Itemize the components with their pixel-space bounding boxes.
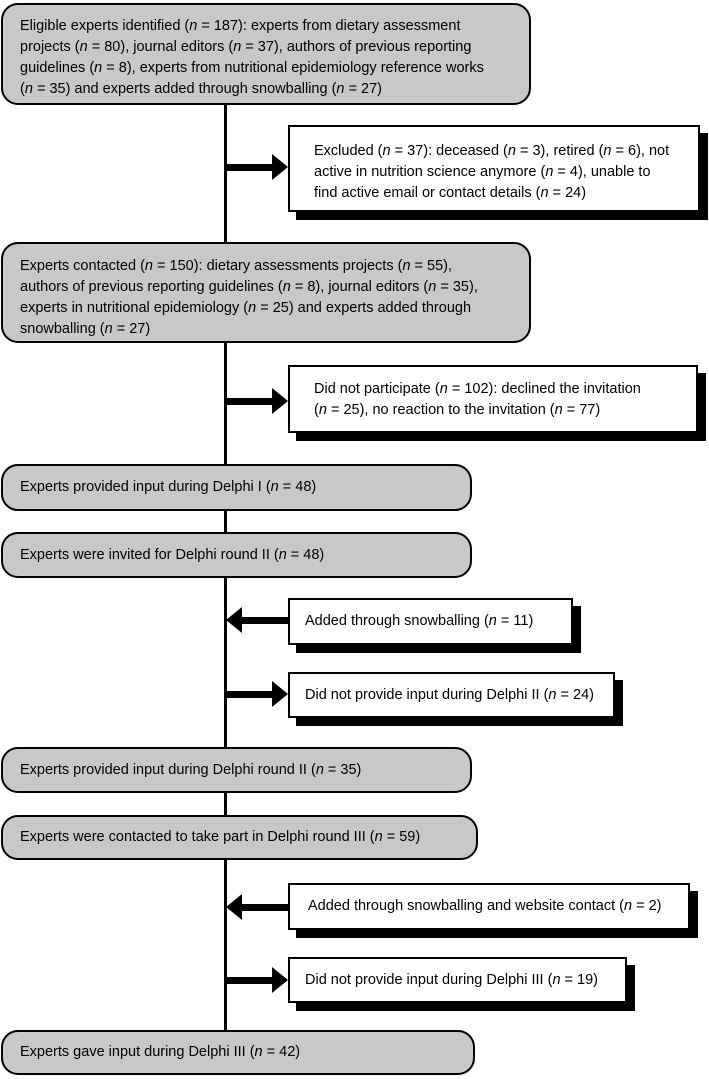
arrow-shaft	[226, 977, 274, 984]
arrow-right-no-input-delphi3-icon	[226, 967, 288, 994]
arrow-shaft	[226, 164, 274, 171]
arrow-right-did-not-participate-icon	[226, 388, 288, 415]
arrow-head	[272, 154, 288, 180]
box-delphi3-input: Experts gave input during Delphi III (n …	[1, 1030, 475, 1075]
box-did-not-participate-text: Did not participate (n = 102): declined …	[314, 381, 641, 418]
arrow-shaft	[226, 691, 274, 698]
box-eligible-experts: Eligible experts identified (n = 187): e…	[1, 3, 531, 105]
box-snowballing-11: Added through snowballing (n = 11)	[288, 598, 573, 645]
box-experts-contacted: Experts contacted (n = 150): dietary ass…	[1, 242, 531, 343]
arrow-head	[272, 388, 288, 414]
box-excluded: Excluded (n = 37): deceased (n = 3), ret…	[288, 125, 700, 212]
arrow-left-snowballing-11-icon	[226, 607, 288, 634]
box-delphi2-invited: Experts were invited for Delphi round II…	[1, 532, 472, 578]
box-delphi2-input: Experts provided input during Delphi rou…	[1, 747, 472, 793]
arrow-shaft	[240, 904, 288, 911]
box-delphi3-contacted-text: Experts were contacted to take part in D…	[20, 829, 421, 845]
box-no-input-delphi2: Did not provide input during Delphi II (…	[288, 672, 615, 718]
box-snowballing-website-2: Added through snowballing and website co…	[288, 883, 690, 930]
box-snowballing-website-2-text: Added through snowballing and website co…	[308, 898, 662, 914]
arrow-right-excluded-icon	[226, 154, 288, 181]
arrow-head	[272, 967, 288, 993]
box-delphi3-contacted: Experts were contacted to take part in D…	[1, 815, 478, 860]
box-snowballing-11-text: Added through snowballing (n = 11)	[305, 613, 534, 629]
box-delphi3-input-text: Experts gave input during Delphi III (n …	[20, 1044, 301, 1060]
box-delphi1-input-text: Experts provided input during Delphi I (…	[20, 479, 317, 495]
box-eligible-experts-text: Eligible experts identified (n = 187): e…	[20, 18, 484, 97]
arrow-head	[226, 894, 242, 920]
box-did-not-participate: Did not participate (n = 102): declined …	[288, 365, 698, 433]
box-delphi2-input-text: Experts provided input during Delphi rou…	[20, 761, 362, 778]
arrow-right-no-input-delphi2-icon	[226, 681, 288, 708]
arrow-shaft	[226, 398, 274, 405]
box-delphi2-invited-text: Experts were invited for Delphi round II…	[20, 546, 325, 563]
box-no-input-delphi3-text: Did not provide input during Delphi III …	[305, 971, 599, 988]
arrow-head	[272, 681, 288, 707]
arrow-head	[226, 607, 242, 633]
box-no-input-delphi3: Did not provide input during Delphi III …	[288, 957, 627, 1003]
box-excluded-text: Excluded (n = 37): deceased (n = 3), ret…	[314, 143, 670, 201]
box-no-input-delphi2-text: Did not provide input during Delphi II (…	[305, 686, 594, 703]
box-experts-contacted-text: Experts contacted (n = 150): dietary ass…	[20, 258, 478, 337]
box-delphi1-input: Experts provided input during Delphi I (…	[1, 464, 472, 511]
arrow-left-snowballing-website-icon	[226, 894, 288, 921]
arrow-shaft	[240, 617, 288, 624]
